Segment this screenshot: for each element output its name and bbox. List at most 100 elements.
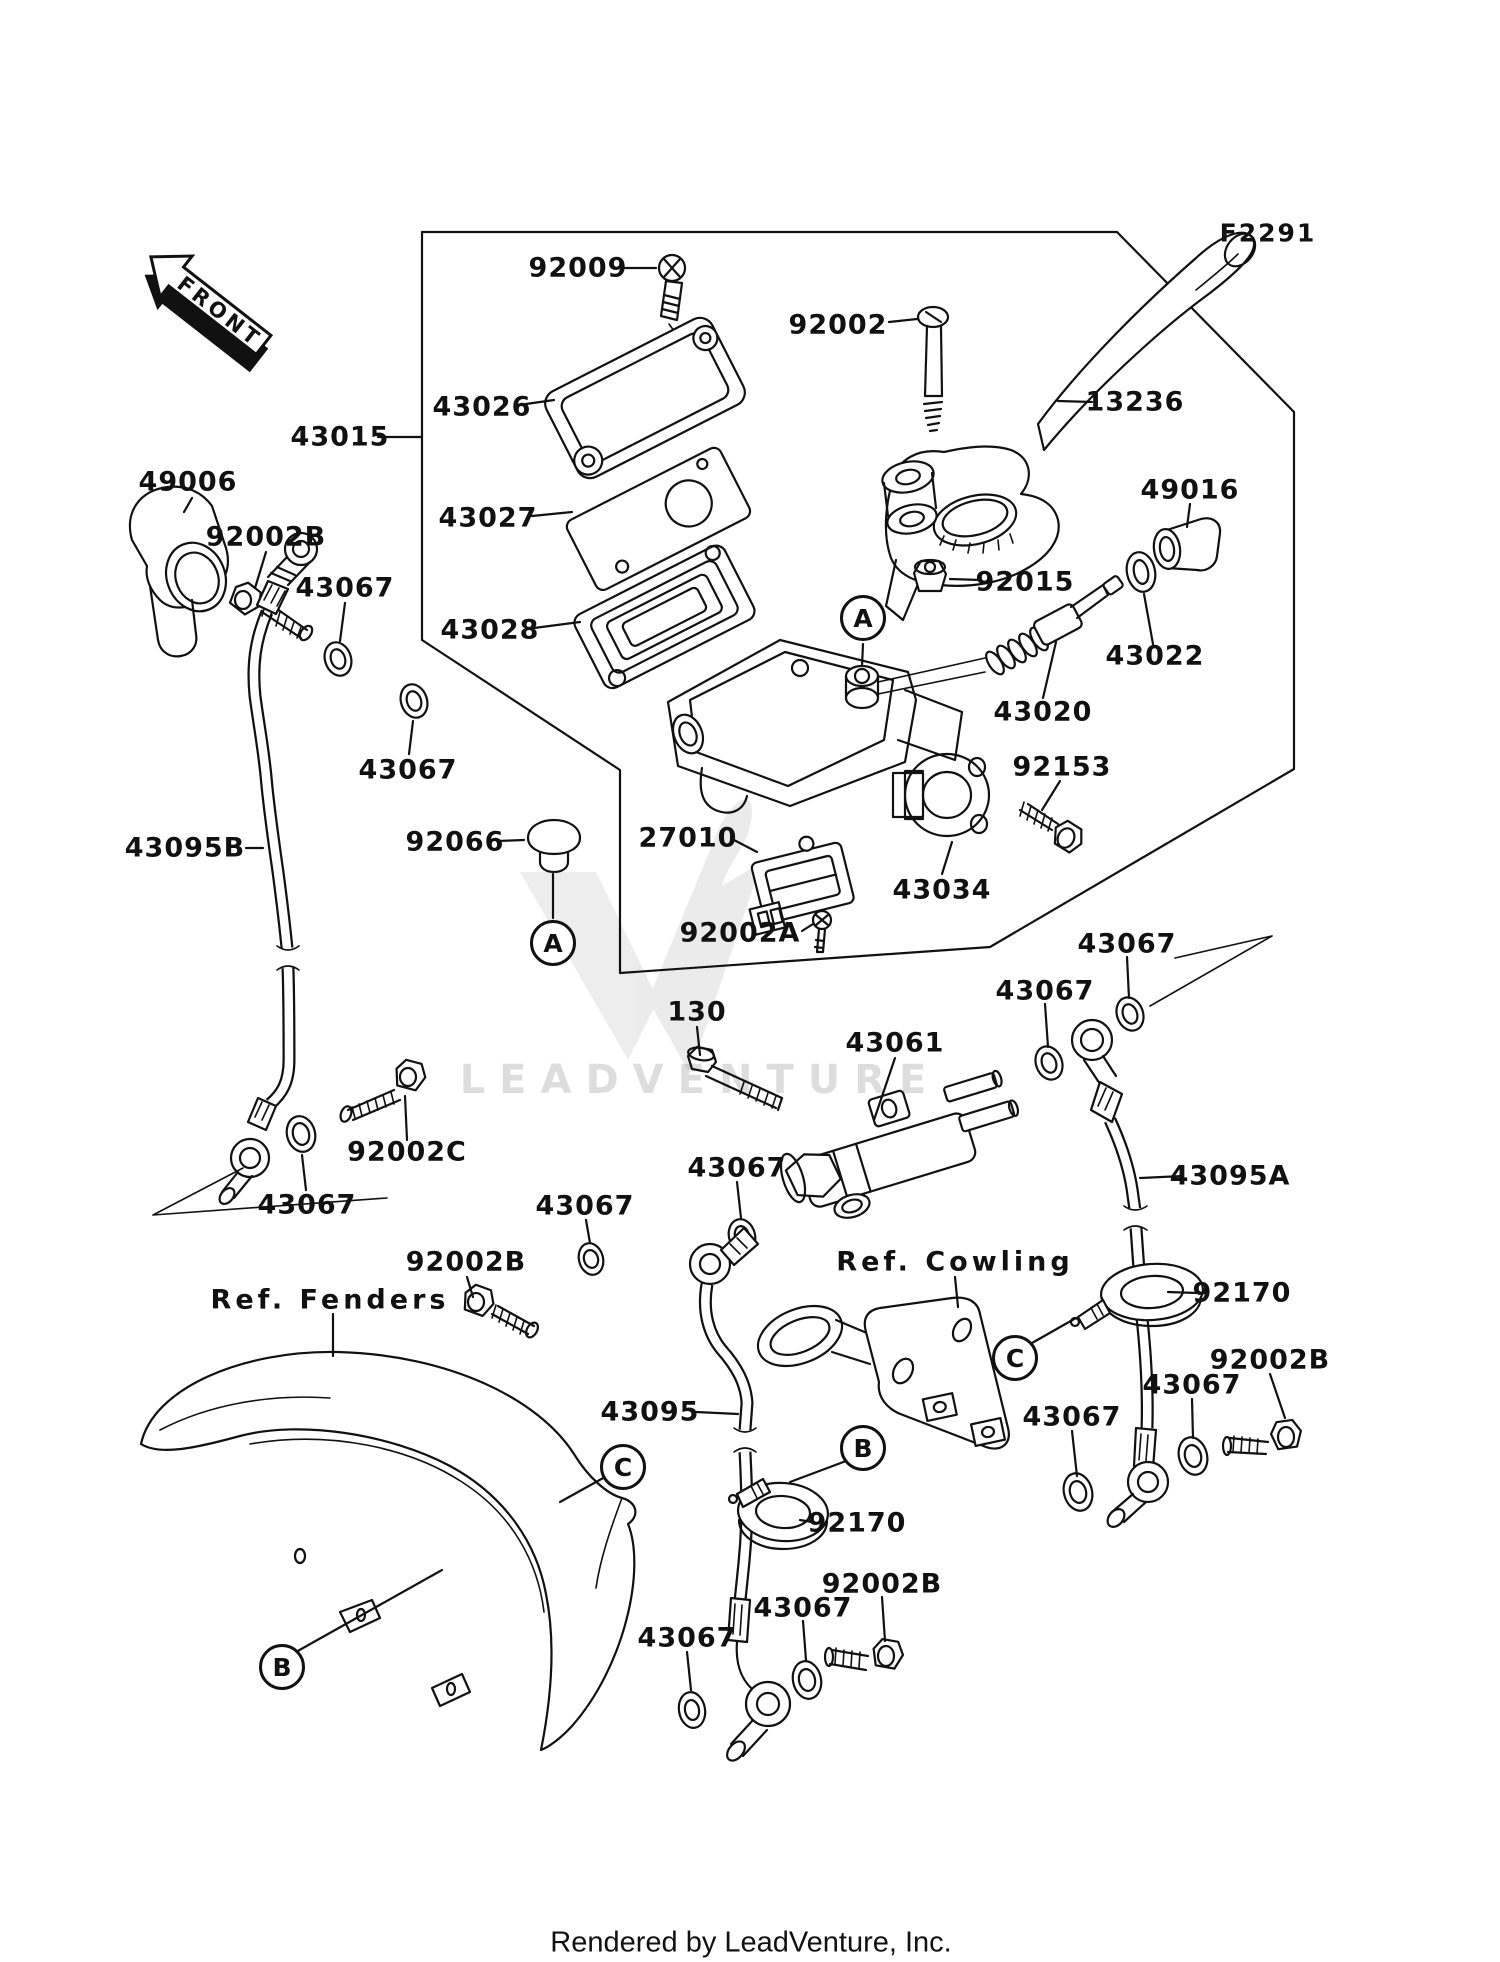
washer-43067-3 [285, 1115, 317, 1192]
part-label-43067-9: 43067 [1022, 1401, 1122, 1433]
part-label-43095: 43095 [600, 1396, 700, 1428]
bolt-92002B-left [228, 550, 314, 642]
part-label-43034: 43034 [892, 874, 992, 906]
circlip-43022 [1125, 551, 1157, 646]
part-label-27010: 27010 [638, 822, 738, 854]
part-label-92153: 92153 [1012, 751, 1112, 783]
washer-43067-9 [1062, 1429, 1094, 1512]
callout-a-2: A [530, 920, 576, 966]
part-label-92002C: 92002C [347, 1136, 467, 1168]
washer-43067-11 [791, 1619, 823, 1700]
part-label-92009: 92009 [528, 252, 628, 284]
master-cylinder-body [666, 638, 986, 814]
part-label-43067-3: 43067 [1077, 928, 1177, 960]
diaphragm-43028 [532, 544, 756, 690]
washer-43067-6 [1115, 955, 1145, 1032]
washer-43067-5 [577, 1218, 605, 1276]
brake-hose-43095B-fittings [218, 531, 319, 1205]
watermark-logo-icon [520, 799, 762, 1074]
bolt-92002B-bottom-middle [823, 1595, 905, 1672]
part-label-49006: 49006 [138, 466, 238, 498]
part-label-43095B: 43095B [124, 832, 246, 864]
brake-hose-43095B-tube [247, 609, 301, 1109]
cap-92066 [496, 818, 582, 920]
clamp-92170-right [1030, 1262, 1205, 1345]
part-label-13236: 13236 [1085, 386, 1185, 418]
dust-boot-49016 [1152, 502, 1222, 572]
screw-92009 [620, 253, 695, 359]
washer-43067-7 [1034, 1002, 1064, 1081]
callout-b-2: B [259, 1644, 305, 1690]
part-label-92002: 92002 [788, 309, 888, 341]
cowling-stay-bracket [756, 1275, 1010, 1450]
lever-perch-bracket [881, 445, 1060, 622]
watermark-text: LEADVENTURE [459, 1057, 941, 1103]
part-label-43026: 43026 [432, 391, 532, 423]
part-label-92170-2: 92170 [807, 1507, 907, 1539]
part-label-43020: 43020 [993, 696, 1093, 728]
part-label-92066: 92066 [405, 826, 505, 858]
brake-hose-43095-tube [698, 1282, 758, 1601]
part-label-43067-8: 43067 [1142, 1369, 1242, 1401]
bolt-92002 [887, 305, 950, 433]
footer-credit: Rendered by LeadVenture, Inc. [550, 1926, 952, 1959]
washer-43067-2 [399, 683, 429, 756]
part-label-43067-4: 43067 [995, 975, 1095, 1007]
nut-92015 [912, 558, 983, 593]
front-arrow: FRONT [144, 254, 274, 373]
front-fender [139, 1312, 637, 1752]
washer-43067-10 [677, 1650, 707, 1729]
part-label-43067-11: 43067 [637, 1622, 737, 1654]
part-label-43067-2: 43067 [358, 754, 458, 786]
brake-hose-43095A-tube [1104, 1117, 1154, 1429]
callout-a-1: A [840, 595, 886, 641]
part-label-92002B-2: 92002B [405, 1246, 527, 1278]
holder-clamp-43034 [891, 752, 991, 876]
gasket-plate-43027 [530, 446, 752, 592]
part-label-130: 130 [667, 996, 727, 1028]
part-label-92002B-1: 92002B [205, 521, 327, 553]
part-label-92002B-4: 92002B [821, 1568, 943, 1600]
callout-c-2: C [600, 1444, 646, 1490]
part-label-43067-6: 43067 [257, 1189, 357, 1221]
part-label-43067-10: 43067 [753, 1592, 853, 1624]
junction-fitting-43061 [779, 1056, 1020, 1219]
part-label-92015: 92015 [975, 566, 1075, 598]
part-label-43028: 43028 [440, 614, 540, 646]
part-label-92002B-3: 92002B [1209, 1344, 1331, 1376]
part-label-43095A: 43095A [1169, 1160, 1291, 1192]
bolt-92153 [1018, 779, 1083, 854]
part-label-43067-7: 43067 [535, 1190, 635, 1222]
pointer-lines-left [152, 1167, 388, 1216]
washer-43067-8 [1177, 1397, 1209, 1476]
ref-label-cowling: Ref. Cowling [836, 1246, 1074, 1278]
ref-label-fenders: Ref. Fenders [210, 1284, 450, 1316]
bolt-92002B-bottom-right [1221, 1372, 1302, 1457]
bolt-92002C [339, 1058, 427, 1142]
figure-code: F2291 [1219, 218, 1317, 248]
part-label-92170-1: 92170 [1192, 1277, 1292, 1309]
part-label-43015: 43015 [290, 421, 390, 453]
pointer-lines-right [1149, 935, 1273, 1007]
part-label-92002A: 92002A [679, 917, 801, 949]
part-label-43067-1: 43067 [295, 572, 395, 604]
union-elbow-49006 [128, 485, 229, 658]
reservoir-cap-43026 [524, 316, 746, 480]
callout-c-1: C [992, 1335, 1038, 1381]
bolt-130 [686, 1025, 784, 1112]
brake-switch-27010 [732, 835, 855, 936]
brake-hose-43095-fittings [688, 1226, 792, 1762]
screw-92002A [800, 909, 833, 954]
washer-43067-1 [323, 601, 353, 677]
part-label-43061: 43061 [845, 1027, 945, 1059]
bolt-92002B-mid [463, 1275, 539, 1339]
callout-b-1: B [840, 1425, 886, 1471]
piston-assembly-43020 [985, 575, 1124, 700]
part-label-43022: 43022 [1105, 640, 1205, 672]
part-label-43067-5: 43067 [687, 1152, 787, 1184]
brake-hose-43095A-fittings [1070, 1018, 1185, 1528]
brake-lever-13236 [1036, 231, 1257, 452]
part-label-49016: 49016 [1140, 474, 1240, 506]
